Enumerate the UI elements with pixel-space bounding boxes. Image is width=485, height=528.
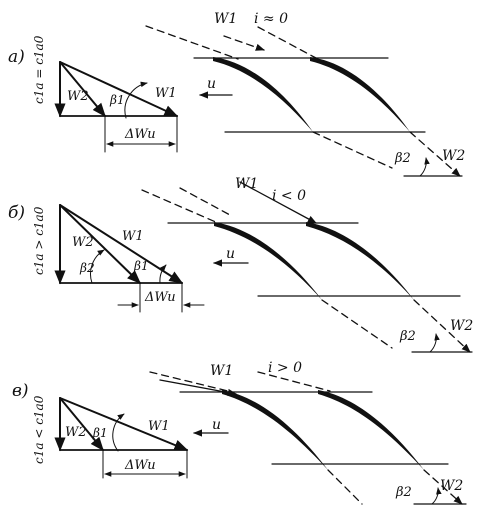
panel-a-delta-wu-label: ΔWu [124,127,156,142]
panel-b-beta2-tri-label: β2 [79,261,95,275]
panel-a-inlet-dash-2 [257,26,317,59]
panel-b-inlet-dash-2 [179,187,231,216]
panel-v-w1-label: W1 [148,419,170,434]
panel-b-beta1-arc [159,264,167,284]
panel-b-beta1-label: β1 [133,259,149,273]
panel-b-blade-2 [306,222,414,300]
panel-a-inlet-w-label: W1 [214,11,237,27]
panel-b-inlet-w-label: W1 [235,176,258,192]
panel-v-inlet-dash-1 [149,371,229,392]
panel-b-inlet-dash-1 [141,189,219,224]
panel-v-w2-label: W2 [65,425,87,440]
panel-a-incidence-label: i ≈ 0 [254,11,288,27]
panel-v-w1-arrow [59,397,189,451]
panel-v-axial-label: c1a < c1a0 [32,395,46,464]
panel-v-incidence-label: i > 0 [268,360,302,376]
panel-v-blade-2 [318,390,424,470]
panel-a-outlet-dash-1 [312,131,393,169]
panel-v-beta2-label: β2 [395,485,412,500]
panel-v-cascade: u β2 W2 W1 i > 0 [149,360,467,505]
panel-b-delta-wu-label: ΔWu [144,290,176,305]
panel-a-velocity-triangle: c1a = c1a0 W2 W1 β1 ΔWu [32,35,179,153]
panel-a-axial-label: c1a = c1a0 [32,35,46,104]
panel-b-beta2-arc-out [429,333,440,353]
panel-a-outlet-w-label: W2 [442,148,465,164]
panel-a-inlet-w1-arrow [223,35,265,51]
panel-v-outlet-w-label: W2 [440,478,463,494]
panel-a-outlet-arrow [409,131,461,177]
panel-a-blade-2 [310,57,410,132]
panel-v-beta1-label: β1 [92,426,108,440]
panel-b-beta2-arc [90,249,105,284]
panel-v-blade-1 [222,390,328,470]
panel-b-outlet-arrow [413,299,471,353]
panel-b-cascade: u β2 W2 W1 i < 0 [141,176,473,353]
panel-a-w1-arrow [59,61,179,117]
panel-a: а) c1a = c1a0 W2 W1 β1 ΔWu u [8,11,465,177]
panel-b-w1-label: W1 [122,229,144,244]
panel-a-u-label: u [207,76,216,92]
panel-a-label: а) [8,47,25,67]
panel-b: б) c1a > c1a0 W2 W1 β2 β1 ΔWu u [8,176,473,353]
panel-a-beta2-arc [419,157,430,177]
panel-a-beta1-label: β1 [109,93,125,107]
panel-v-outlet-dash-1 [327,469,363,505]
panel-v-inlet-w-label: W1 [210,363,233,379]
panel-b-u-label: u [226,246,235,262]
panel-v-beta2-arc [431,487,442,505]
panel-a-w2-label: W2 [67,89,89,104]
panel-v: в) c1a < c1a0 W2 W1 β1 ΔWu u [12,360,467,505]
panel-v-inlet-dash-2 [257,371,331,392]
panel-b-axial-label: c1a > c1a0 [32,206,46,275]
panel-a-beta2-label: β2 [394,151,411,166]
panel-b-velocity-triangle: c1a > c1a0 W2 W1 β2 β1 ΔWu [32,204,205,313]
panel-v-velocity-triangle: c1a < c1a0 W2 W1 β1 ΔWu [32,395,189,479]
panel-b-inlet-w1-arrow [239,181,317,224]
panel-a-w1-label: W1 [155,86,177,101]
panel-a-inlet-dash-1 [145,25,239,60]
panel-b-incidence-label: i < 0 [272,188,306,204]
panel-a-w2-arrow [59,61,106,118]
panel-v-delta-wu-label: ΔWu [124,458,156,473]
panel-v-outlet-arrow [423,469,463,505]
panel-b-label: б) [8,203,25,223]
panel-a-beta1-arc [124,81,148,119]
panel-b-beta2-label: β2 [399,329,416,344]
panel-b-outlet-dash-1 [321,299,393,349]
panel-v-beta1-arc [112,413,125,452]
panel-v-u-label: u [212,417,221,433]
panel-b-w2-arrow [59,204,142,284]
panel-v-label: в) [12,381,29,401]
panel-b-w2-label: W2 [72,235,94,250]
panel-b-outlet-w-label: W2 [450,318,473,334]
panel-a-cascade: u β2 W2 W1 i ≈ 0 [145,11,465,177]
panel-v-w2-arrow [59,397,104,452]
